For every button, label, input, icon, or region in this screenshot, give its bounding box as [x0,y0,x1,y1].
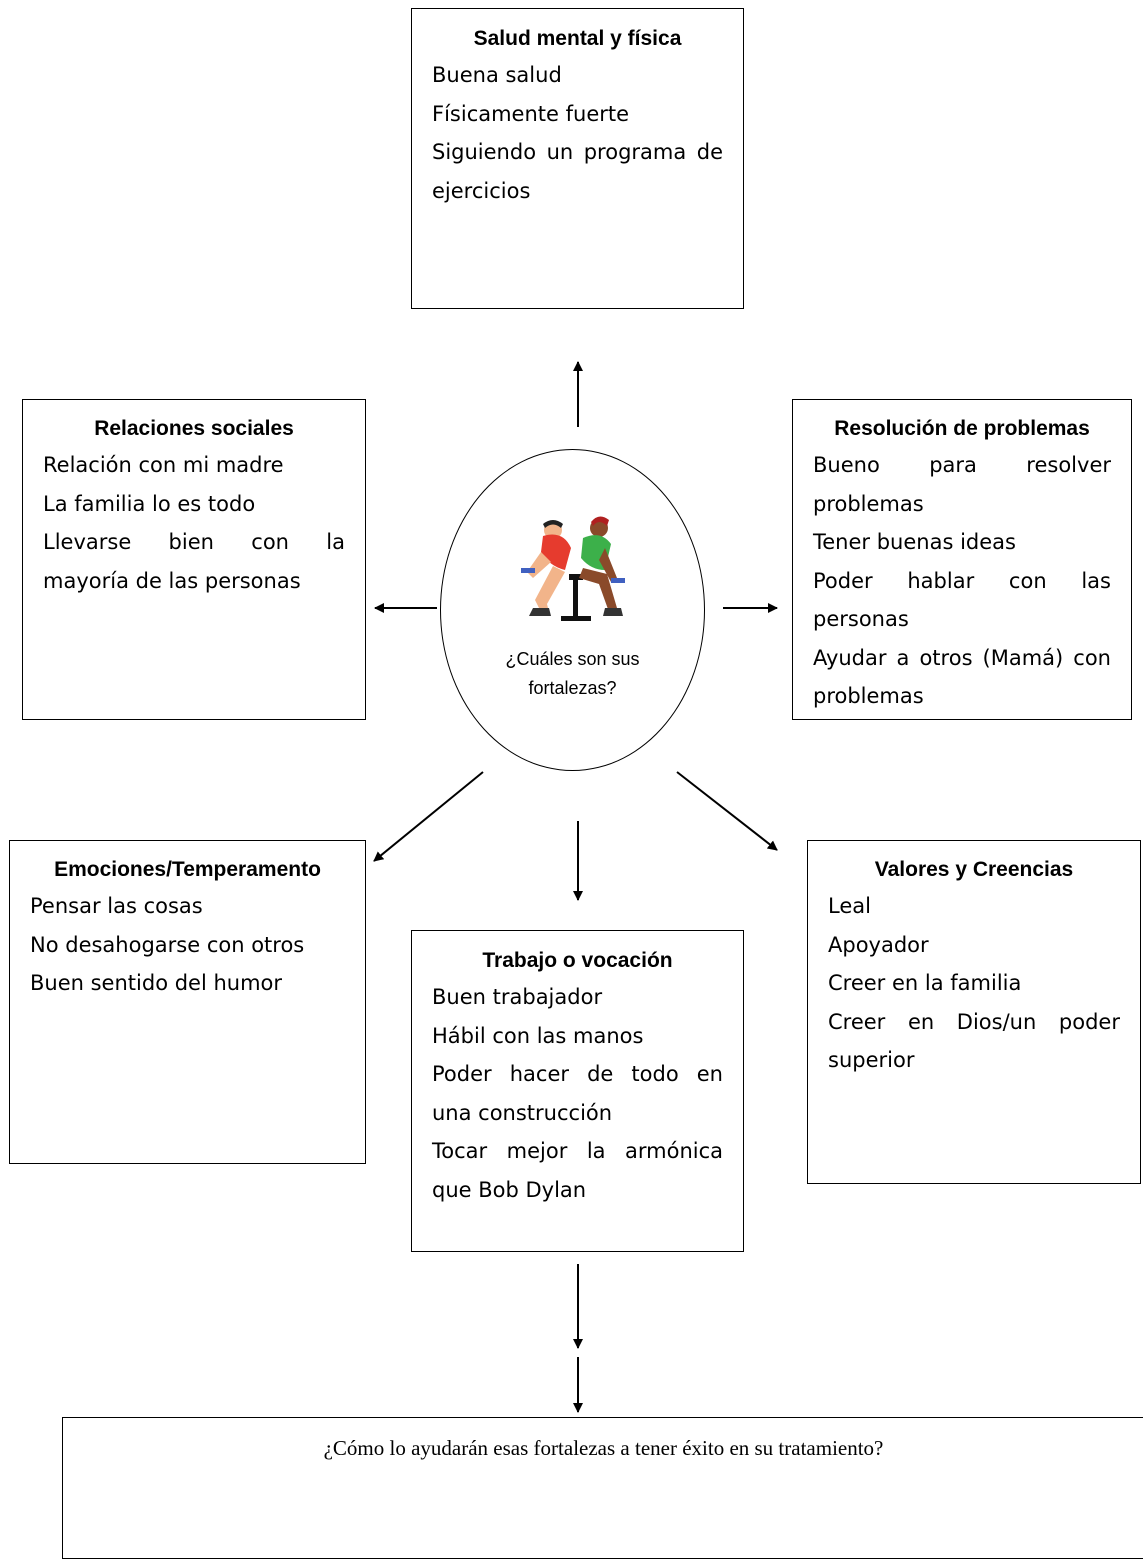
list-item: Buen sentido del humor [30,971,283,995]
list-item: Creer en Dios/un poder superior [828,1009,1120,1073]
list-item: Pensar las cosas [30,894,203,918]
list-item: Tener buenas ideas [813,530,1016,554]
box-title: Relaciones sociales [94,417,294,440]
final-question: ¿Cómo lo ayudarán esas fortalezas a tene… [323,1436,884,1460]
list-item: Buen trabajador [432,985,603,1009]
list-item: La familia lo es todo [43,491,256,516]
hub-question: ¿Cuáles son sus fortalezas? [505,649,640,698]
list-item: Poder hablar con las personas [813,568,1111,632]
final-question-box: ¿Cómo lo ayudarán esas fortalezas a tene… [62,1417,1143,1559]
box-title: Resolución de problemas [834,417,1090,440]
box-title: Emociones/Temperamento [54,858,321,881]
list-item: Físicamente fuerte [432,101,630,126]
list-item: No desahogarse con otros [30,932,305,957]
box-emociones-temperamento: Emociones/Temperamento Pensar las cosas … [9,840,366,1164]
list-item: Bueno para resolver problemas [813,453,1111,516]
arrow-down-right [676,771,778,851]
list-item: Siguiendo un programa de ejercicios [432,140,723,203]
box-title: Trabajo o vocación [482,949,673,972]
list-item: Tocar mejor la armónica que Bob Dylan [432,1139,723,1202]
box-trabajo-vocacion: Trabajo o vocación Buen trabajador Hábil… [411,930,744,1252]
box-title: Salud mental y física [473,27,682,50]
list-item: Creer en la familia [828,971,1022,995]
box-salud-mental-fisica: Salud mental y física Buena salud Física… [411,8,744,309]
list-item: Llevarse bien con la mayoría de las pers… [43,530,345,593]
box-title: Valores y Creencias [874,858,1074,881]
list-item: Hábil con las manos [432,1023,644,1048]
list-item: Ayudar a otros (Mamá) con problemas [813,645,1111,709]
list-item: Buena salud [432,63,562,87]
hub-ellipse: ¿Cuáles son sus fortalezas? [440,449,705,771]
list-item: Poder hacer de todo en una construcción [432,1062,723,1125]
list-item: Leal [828,894,871,918]
list-item: Relación con mi madre [43,453,284,477]
box-valores-creencias: Valores y Creencias Leal Apoyador Creer … [807,840,1141,1184]
weightlifting-people-clipart-icon [521,516,625,621]
arrow-down-left [373,771,484,862]
box-resolucion-problemas: Resolución de problemas Bueno para resol… [792,399,1132,720]
list-item: Apoyador [828,932,929,957]
box-relaciones-sociales: Relaciones sociales Relación con mi madr… [22,399,366,720]
